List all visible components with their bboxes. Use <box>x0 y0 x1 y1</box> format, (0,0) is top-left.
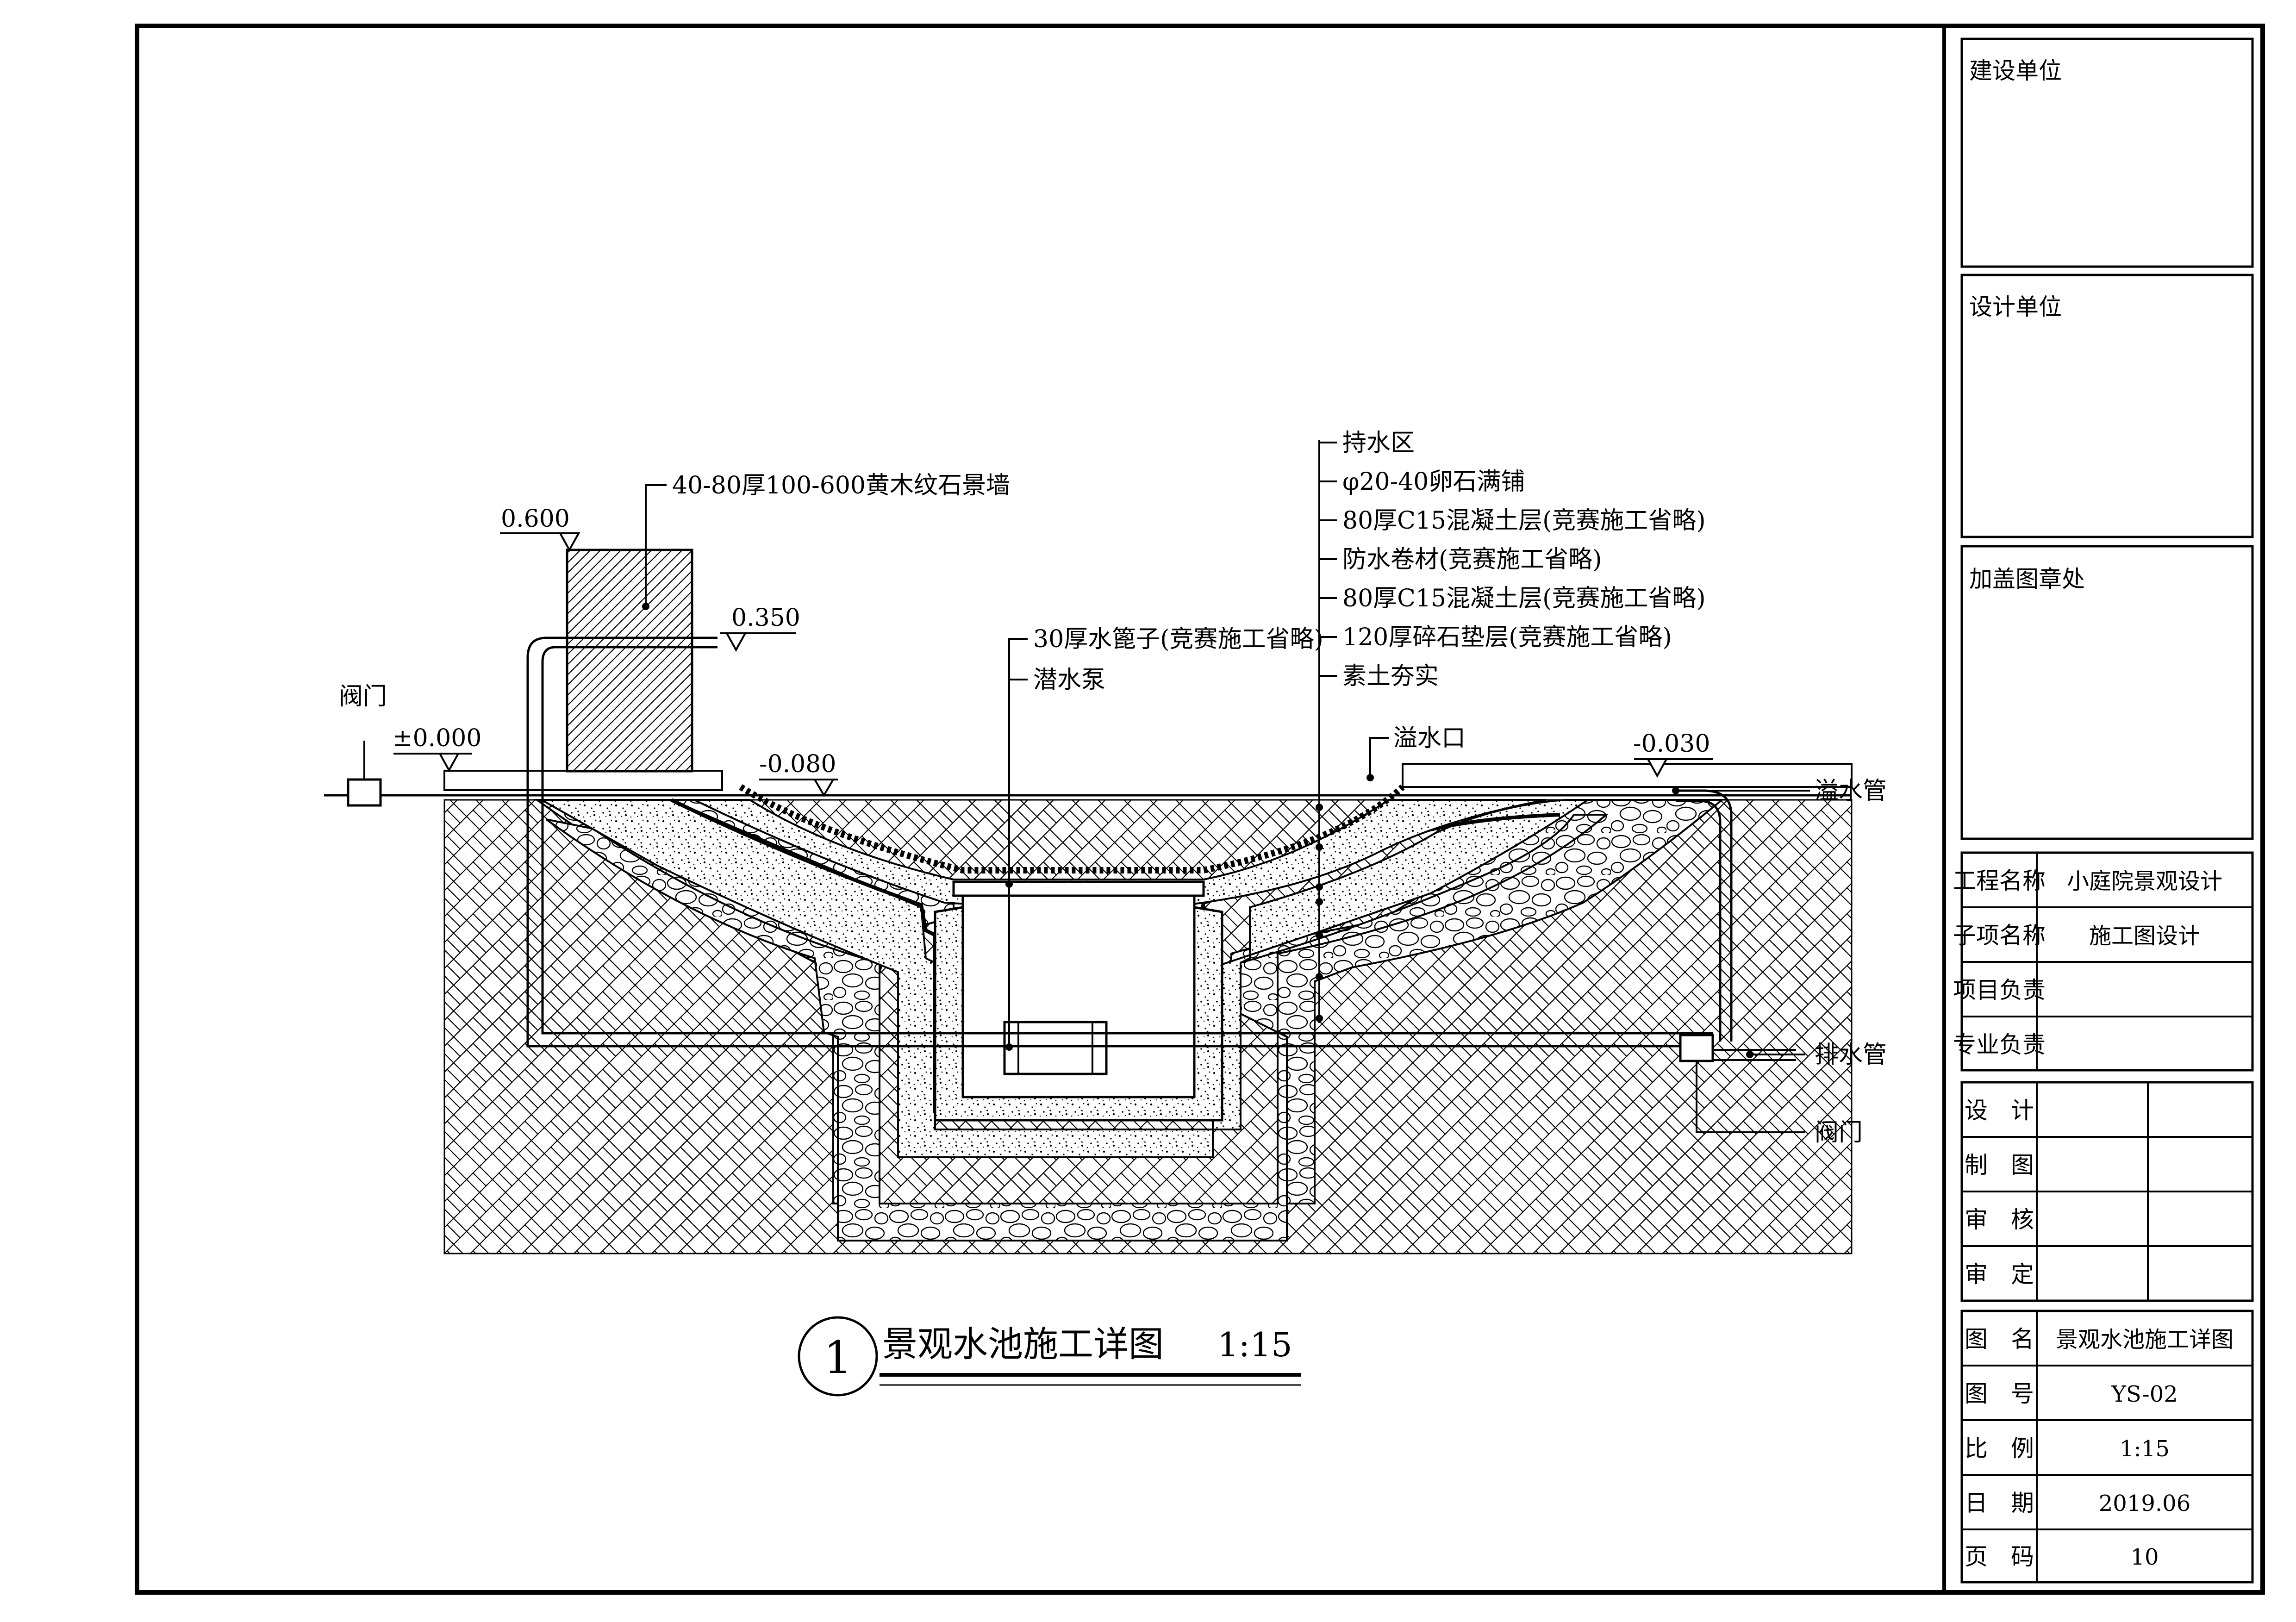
elev-water-right: -0.030 <box>1633 730 1710 758</box>
title-text: 景观水池施工详图 <box>882 1323 1164 1365</box>
project-lead-label: 项目负责 <box>1953 977 2046 1004</box>
discipline-lead-label: 专业负责 <box>1953 1031 2046 1058</box>
supply-pipe <box>526 636 1713 1048</box>
layer-label-5: 120厚碎石垫层(竞赛施工省略) <box>1342 624 1672 651</box>
review-label: 审 核 <box>1965 1206 2034 1233</box>
project-name-label: 工程名称 <box>1953 867 2046 894</box>
label-valve-left: 阀门 <box>339 683 387 711</box>
right-paving <box>1402 763 1853 788</box>
label-drain-pipe: 排水管 <box>1815 1041 1887 1069</box>
elev-ground: ±0.000 <box>393 724 481 752</box>
sub-item: 施工图设计 <box>2089 923 2200 949</box>
elev-pipe-top: 0.350 <box>731 604 800 632</box>
stamp-label: 加盖图章处 <box>1969 566 2085 593</box>
label-pump: 潜水泵 <box>1033 666 1105 694</box>
page-value: 10 <box>2130 1544 2159 1570</box>
valve-right-icon <box>1679 1034 1714 1062</box>
elev-water-left: -0.080 <box>759 750 836 778</box>
label-stone-wall: 40-80厚100-600黄木纹石景墙 <box>672 472 1010 499</box>
sheet-name: 景观水池施工详图 <box>2056 1327 2234 1353</box>
pond-section <box>324 549 1853 1254</box>
approve-label: 审 定 <box>1965 1261 2034 1288</box>
outer-concrete-layer <box>538 799 1591 1158</box>
label-grate: 30厚水篦子(竞赛施工省略) <box>1033 625 1323 653</box>
elev-wall-top: 0.600 <box>501 505 570 533</box>
layer-label-2: 80厚C15混凝土层(竞赛施工省略) <box>1342 507 1706 535</box>
sheet-no: YS-02 <box>2111 1381 2178 1407</box>
date-value: 2019.06 <box>2099 1491 2191 1516</box>
layer-label-1: φ20-40卵石满铺 <box>1342 468 1525 496</box>
detail-number: 1 <box>824 1332 852 1384</box>
drawing-title: 1 景观水池施工详图 1:15 <box>798 1316 1301 1397</box>
label-overflow-mouth: 溢水口 <box>1393 724 1466 752</box>
drawing-label: 制 图 <box>1965 1152 2034 1179</box>
stone-feature-wall <box>566 549 693 773</box>
layer-label-3: 防水卷材(竞赛施工省略) <box>1342 546 1602 574</box>
sheet-name-label: 图 名 <box>1965 1326 2034 1353</box>
left-paving <box>443 770 723 791</box>
submersible-pump <box>1003 1021 1108 1075</box>
designer-label: 设计单位 <box>1969 293 2062 320</box>
label-overflow-pipe: 溢水管 <box>1815 777 1887 805</box>
page-label: 页 码 <box>1965 1543 2034 1570</box>
outer-frame <box>135 24 2265 1595</box>
title-scale: 1:15 <box>1217 1325 1292 1364</box>
scale-label: 比 例 <box>1965 1435 2034 1462</box>
pebble-bed <box>739 784 1405 873</box>
scale-value: 1:15 <box>2120 1436 2170 1462</box>
elevation-markers: 0.600 0.350 ±0.000 -0.080 -0.030 <box>393 505 1713 797</box>
water-grate <box>952 880 1205 897</box>
date-label: 日 期 <box>1965 1490 2034 1516</box>
client-label: 建设单位 <box>1969 57 2062 84</box>
title-block: 建设单位 设计单位 加盖图章处 工程名称 小庭院景观设计 子项名称 施工图设计 … <box>1953 37 2254 1584</box>
valve-left-icon <box>347 778 382 807</box>
sheet-no-label: 图 号 <box>1965 1380 2034 1407</box>
sub-item-label: 子项名称 <box>1953 922 2046 949</box>
label-valve-right: 阀门 <box>1815 1119 1863 1147</box>
layer-label-6: 素土夯实 <box>1342 662 1439 690</box>
design-label: 设 计 <box>1965 1097 2034 1124</box>
annotations: 40-80厚100-600黄木纹石景墙 阀门 30厚水篦子(竞赛施工省略) 潜水… <box>339 429 1887 1147</box>
gravel-fill-left <box>545 814 1609 1241</box>
layer-label-4: 80厚C15混凝土层(竞赛施工省略) <box>1342 585 1706 612</box>
project-name: 小庭院景观设计 <box>2067 868 2222 894</box>
layer-label-0: 持水区 <box>1342 429 1415 457</box>
